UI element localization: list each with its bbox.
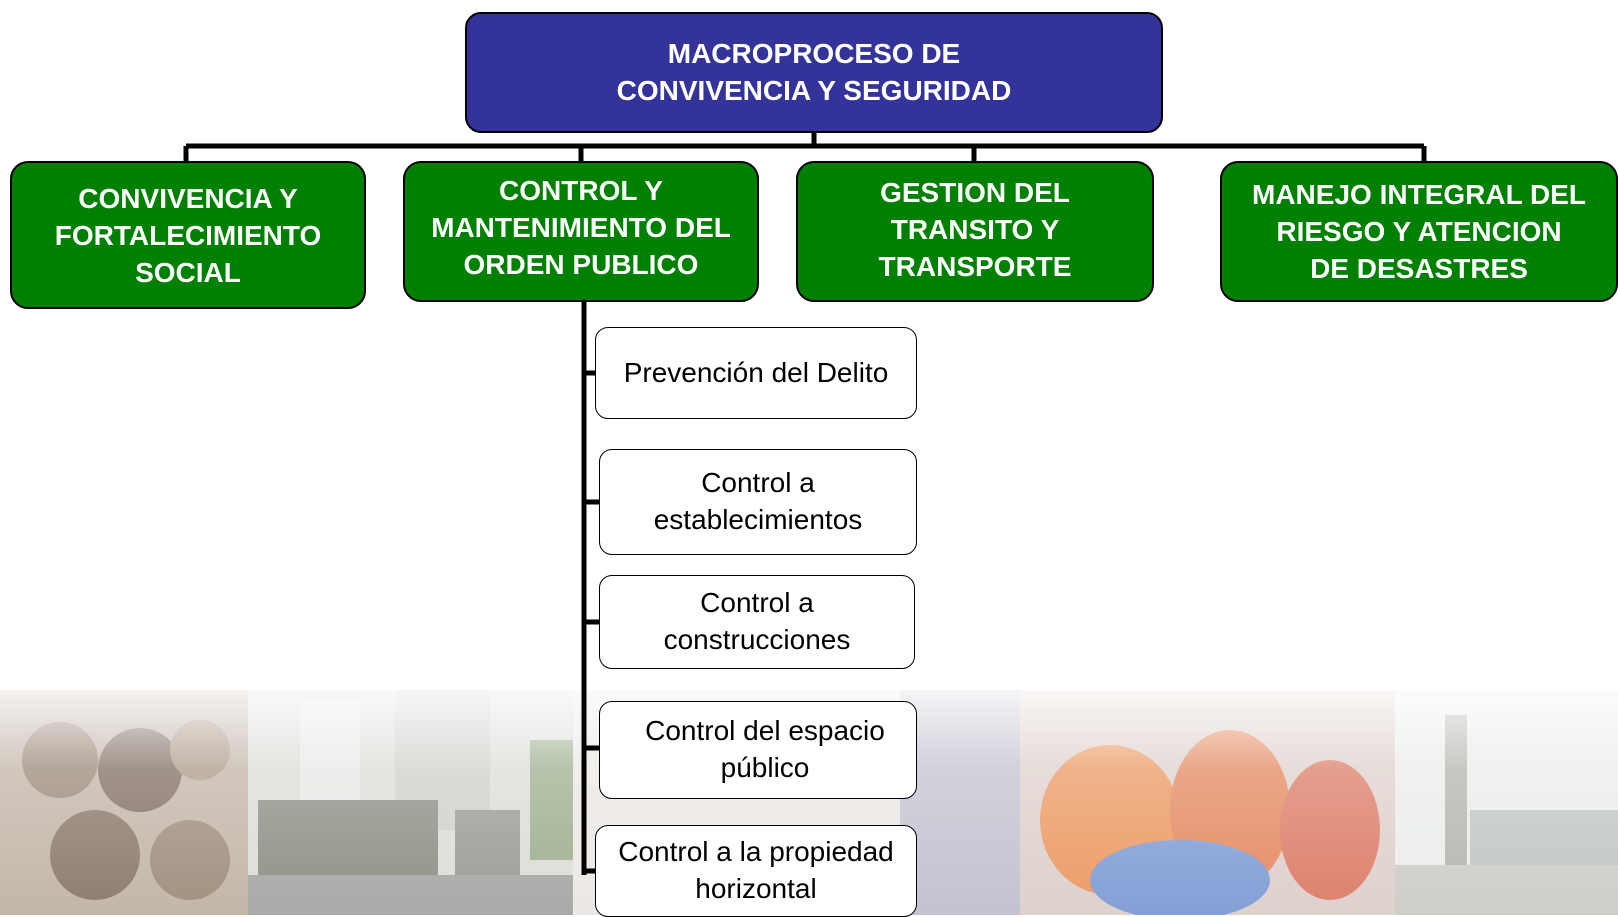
sub-item-control-establecimientos: Control a establecimientos xyxy=(599,449,917,555)
branch-control-orden-publico: CONTROL Y MANTENIMIENTO DEL ORDEN PUBLIC… xyxy=(403,161,759,302)
branch-convivencia: CONVIVENCIA Y FORTALECIMIENTO SOCIAL xyxy=(10,161,366,309)
sub-item-prevencion-delito: Prevención del Delito xyxy=(595,327,917,419)
branch-manejo-riesgo: MANEJO INTEGRAL DEL RIESGO Y ATENCION DE… xyxy=(1220,161,1618,302)
sub-item-control-espacio-publico: Control del espacio público xyxy=(599,701,917,799)
sub-item-control-propiedad-horizontal: Control a la propiedad horizontal xyxy=(595,825,917,917)
branch-gestion-transito: GESTION DEL TRANSITO Y TRANSPORTE xyxy=(796,161,1154,302)
sub-item-control-construcciones: Control a construcciones xyxy=(599,575,915,669)
root-node: MACROPROCESO DE CONVIVENCIA Y SEGURIDAD xyxy=(465,12,1163,133)
